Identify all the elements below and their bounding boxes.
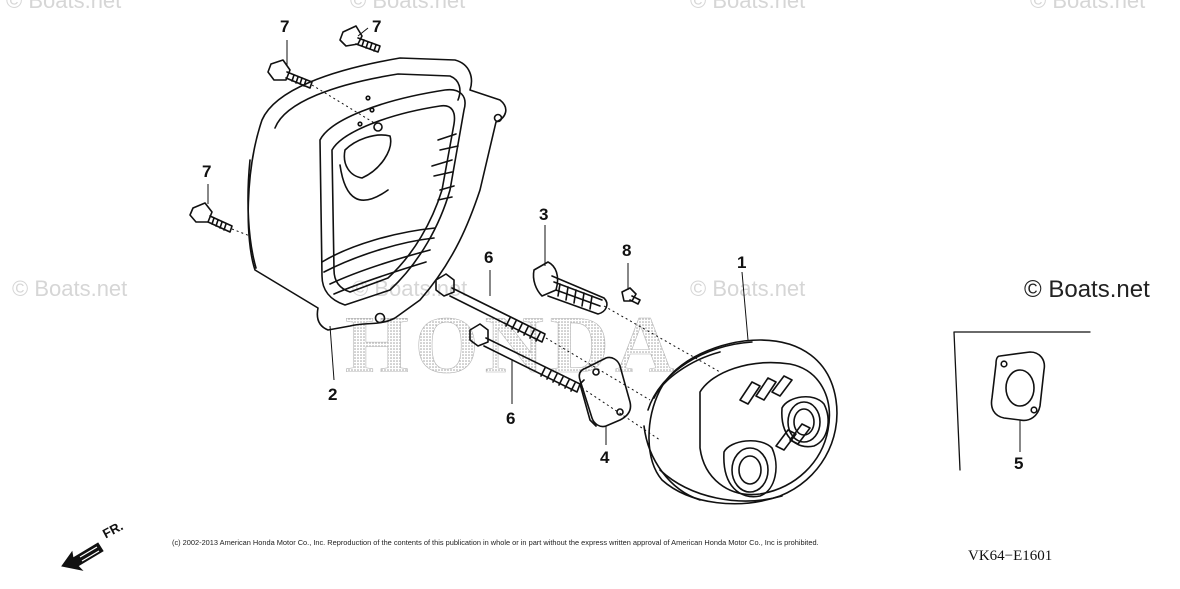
copyright-notice: (c) 2002-2013 American Honda Motor Co., … bbox=[172, 538, 819, 547]
callout-2: 2 bbox=[328, 385, 338, 404]
long-bolt-part-6-lower bbox=[469, 323, 581, 393]
watermark-top-4: © Boats.net bbox=[1030, 0, 1146, 13]
front-direction-arrow-icon bbox=[61, 542, 104, 571]
muffler-protector-part-2 bbox=[247, 57, 507, 331]
screw-part-8 bbox=[621, 287, 641, 305]
callout-7-lower: 7 bbox=[202, 162, 212, 181]
diagram-code: VK64−E1601 bbox=[968, 548, 1053, 564]
callout-7-left: 7 bbox=[280, 17, 290, 36]
callout-6-lower: 6 bbox=[506, 409, 516, 428]
inset-bracket bbox=[953, 331, 1091, 471]
callout-6-upper: 6 bbox=[484, 248, 494, 267]
callout-1: 1 bbox=[737, 253, 747, 272]
callout-7-top: 7 bbox=[372, 17, 382, 36]
watermark-top-3: © Boats.net bbox=[690, 0, 806, 13]
muffler-gasket-part-4 bbox=[578, 356, 632, 428]
watermark-main: © Boats.net bbox=[1024, 276, 1150, 303]
exhaust-gasket-part-5 bbox=[990, 351, 1046, 422]
spark-arrester-part-3 bbox=[532, 261, 608, 315]
watermark-top-1: © Boats.net bbox=[6, 0, 122, 13]
flange-bolt-part-7-lower bbox=[189, 202, 233, 233]
watermark-mid-1: © Boats.net bbox=[12, 276, 128, 301]
callout-4: 4 bbox=[600, 448, 610, 467]
watermark-top-2: © Boats.net bbox=[350, 0, 466, 13]
muffler-part-1 bbox=[643, 339, 838, 505]
honda-stamp: HONDA bbox=[345, 299, 680, 390]
watermark-mid-2: © Boats.net bbox=[352, 276, 468, 301]
watermark-mid-3: © Boats.net bbox=[690, 276, 806, 301]
long-bolt-part-6-upper bbox=[435, 273, 546, 343]
callout-3: 3 bbox=[539, 205, 549, 224]
callout-5: 5 bbox=[1014, 454, 1024, 473]
flange-bolt-part-7-top bbox=[339, 25, 381, 53]
leader-lines bbox=[207, 27, 1021, 452]
flange-bolt-part-7-left bbox=[267, 59, 313, 89]
callout-8: 8 bbox=[622, 241, 632, 260]
